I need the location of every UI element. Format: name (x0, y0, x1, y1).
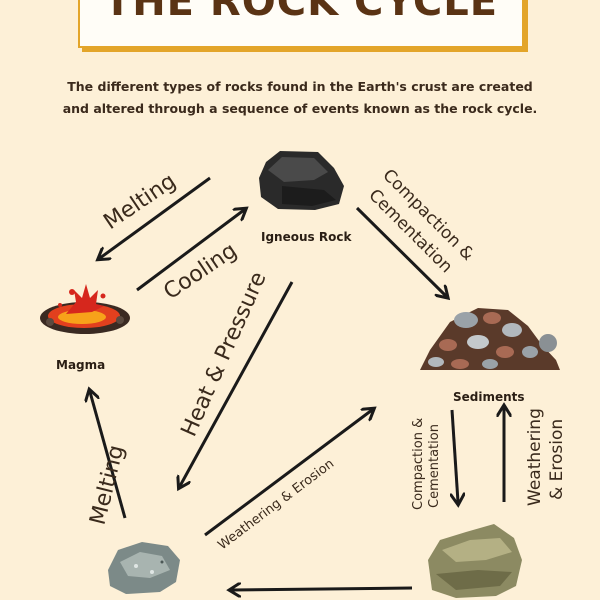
arrow-bottom (232, 588, 413, 590)
sediments-label: Sediments (453, 390, 525, 404)
intro-text: The different types of rocks found in th… (50, 76, 550, 120)
sedimentary-rock-icon (428, 524, 522, 598)
arrow-heat-pressure (180, 281, 294, 486)
process-compaction-right-2: Cementation (427, 424, 442, 508)
page-title: THE ROCK CYCLE (103, 0, 499, 25)
process-weathering-right-1: Weathering (525, 408, 545, 506)
magma-icon (40, 284, 130, 334)
igneous-rock-icon (259, 151, 344, 210)
process-melting-top: Melting (99, 169, 180, 235)
metamorphic-rock-icon (108, 542, 180, 594)
arrow-melting-top (100, 176, 211, 258)
process-cooling: Cooling (159, 238, 241, 305)
intro-line-2: and altered through a sequence of events… (62, 101, 538, 116)
process-weathering-right-2: & Erosion (547, 419, 567, 500)
arrow-compaction-top (355, 206, 446, 296)
arrow-weathering-center (204, 410, 372, 537)
arrow-cooling (136, 210, 244, 292)
process-heat-pressure: Heat & Pressure (177, 268, 272, 440)
process-compaction-right-1: Compaction & (411, 418, 426, 510)
igneous-rock-label: Igneous Rock (261, 230, 352, 244)
magma-label: Magma (56, 358, 105, 372)
title-box: THE ROCK CYCLE (78, 0, 524, 48)
process-weathering-center: Weathering & Erosion (215, 456, 337, 553)
arrow-melting-left (90, 392, 127, 519)
arrow-compaction-right (452, 409, 458, 502)
intro-line-1: The different types of rocks found in th… (67, 79, 533, 94)
sediments-icon (420, 308, 560, 370)
